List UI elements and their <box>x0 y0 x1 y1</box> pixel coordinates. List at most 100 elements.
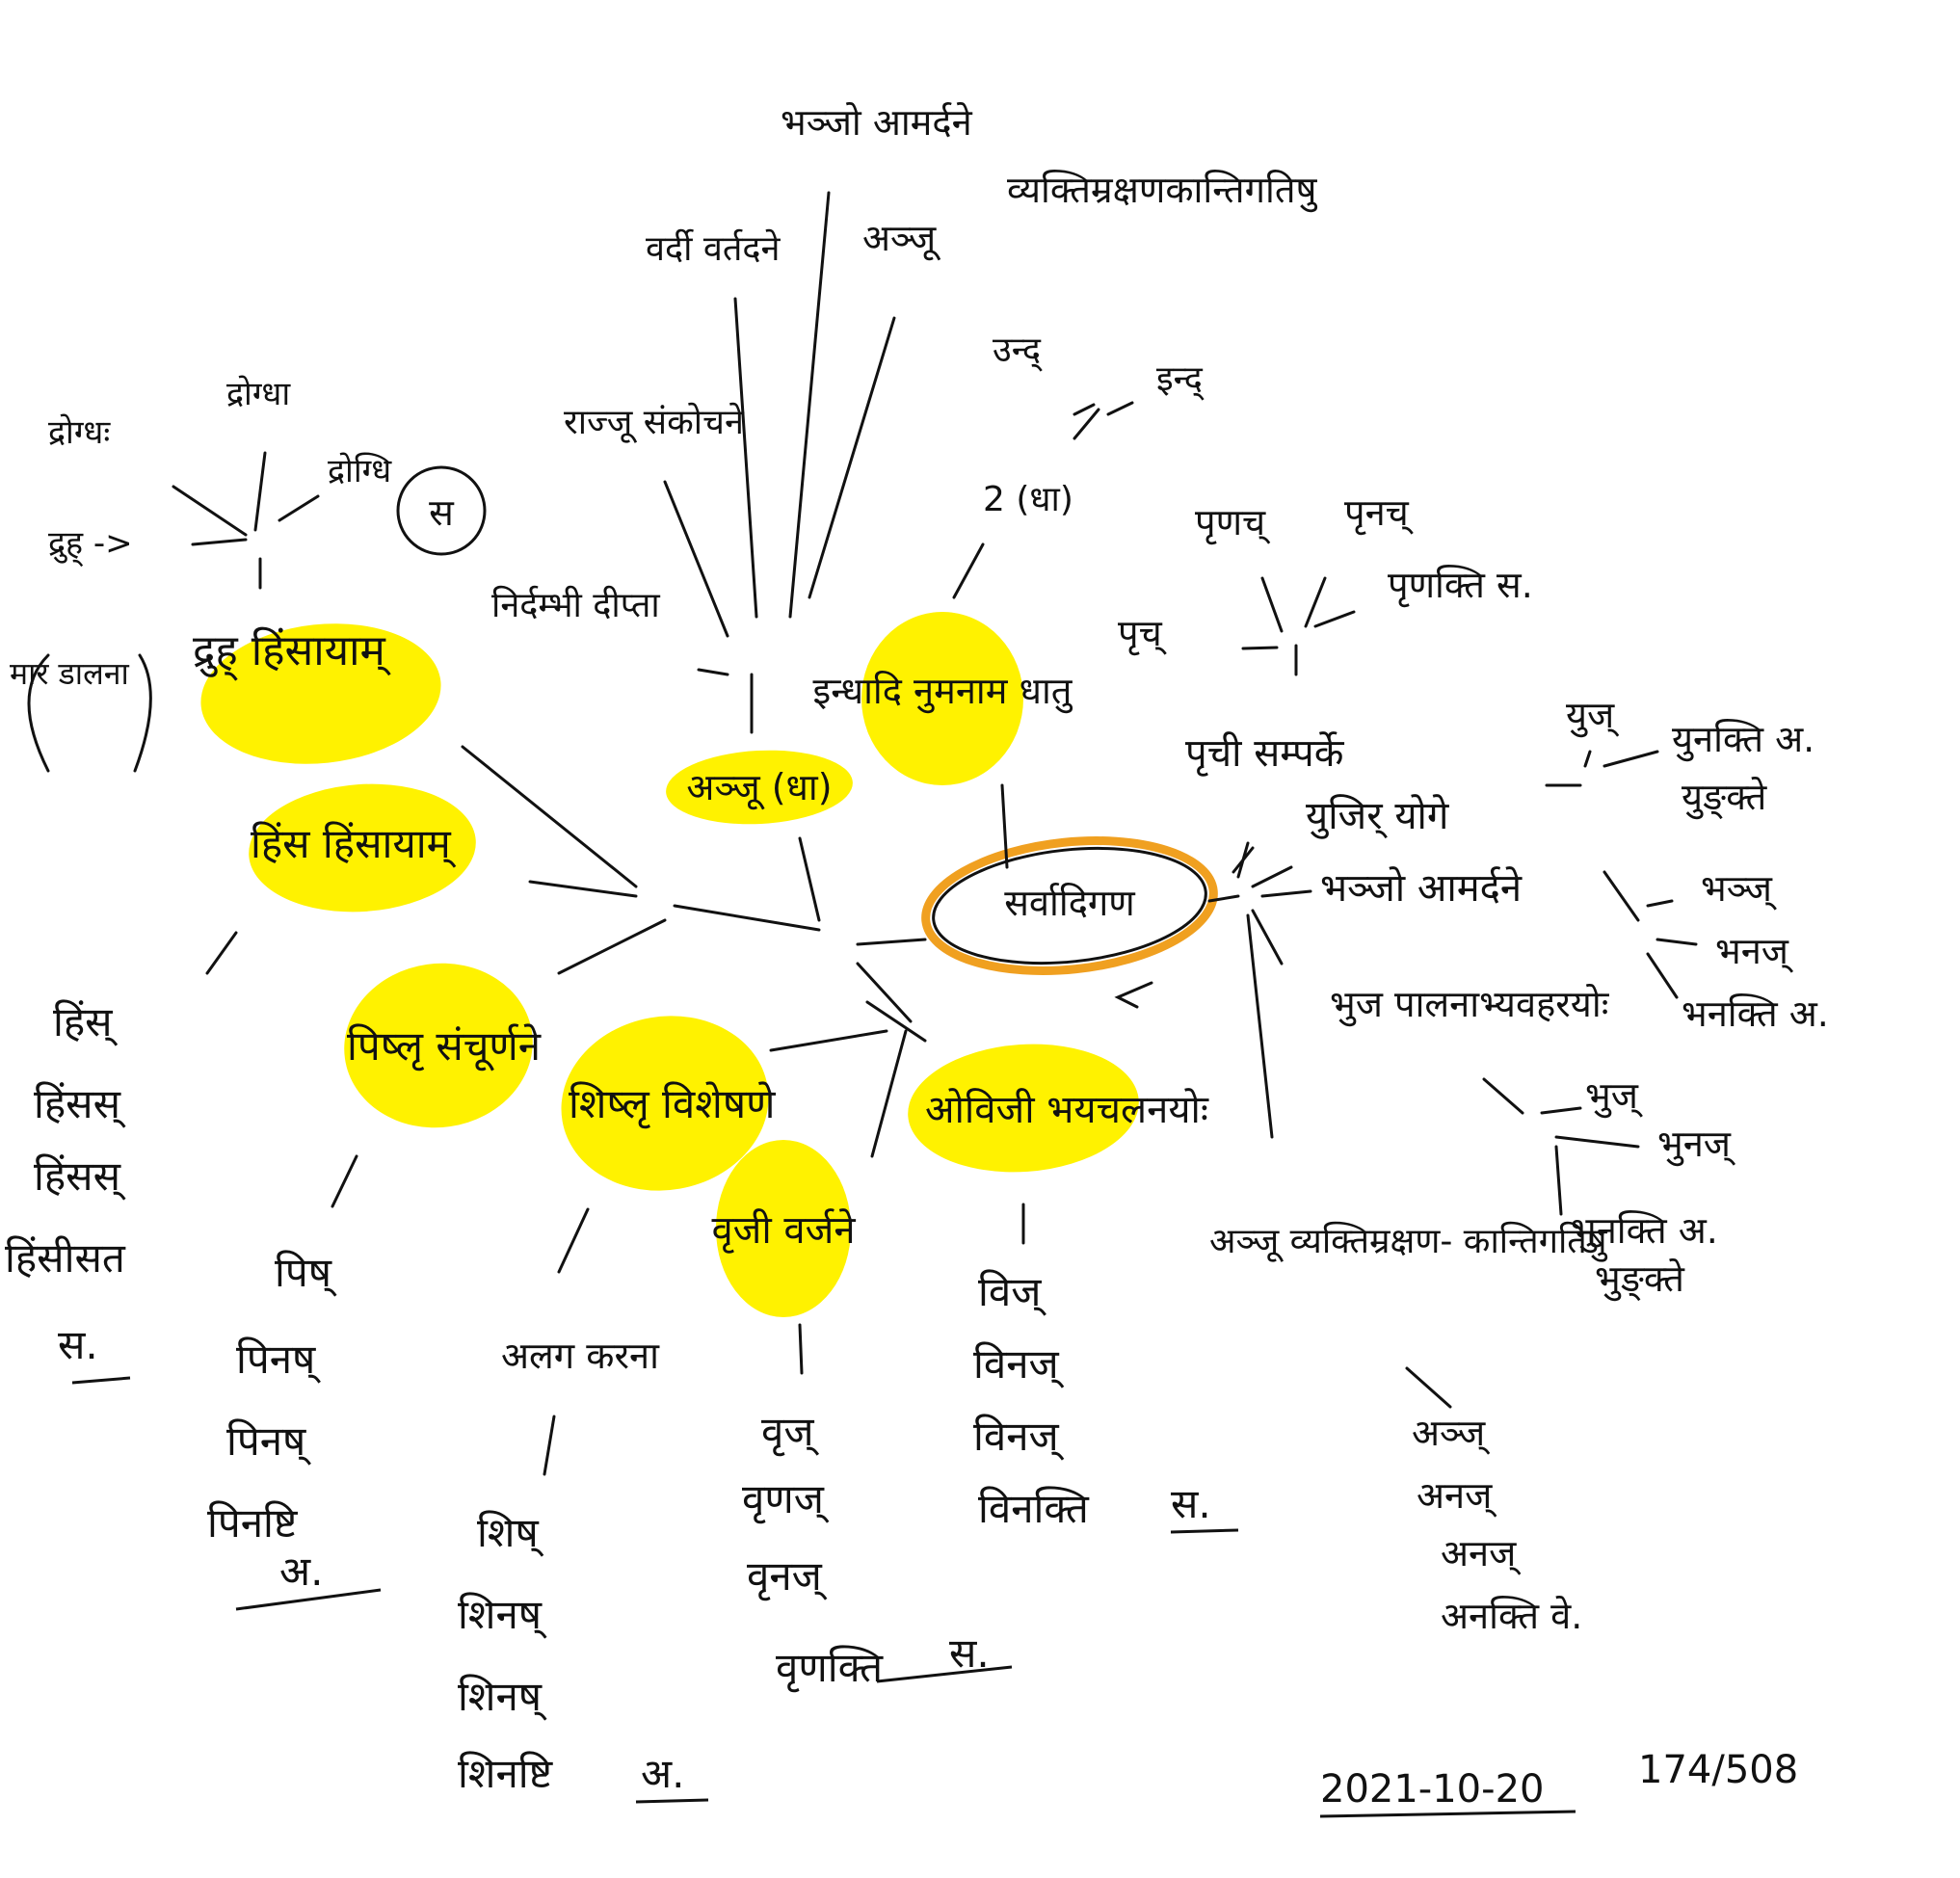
highlight-vrij <box>716 1140 851 1317</box>
undh: उन्द् <box>993 331 1043 373</box>
pish-form-5: अ. <box>279 1547 323 1595</box>
ovij-form-3: विनज् <box>973 1413 1065 1461</box>
hims-form-1: हिंस् <box>53 998 119 1046</box>
side-note-mar: मार डालना <box>10 655 130 692</box>
pish-form-3: पिनष् <box>226 1417 311 1466</box>
anj-block: अञ्जू व्यक्तिम्रक्षण- कान्तिगतिषु <box>1209 1221 1608 1262</box>
pish-form-4: पिनष्टि <box>207 1499 299 1547</box>
ovij-form-5: स. <box>1171 1480 1211 1527</box>
bhanj-form-1: भञ्ज् <box>1701 867 1778 911</box>
yuj-form-1: युज् <box>1566 694 1620 738</box>
indh: इन्द् <box>1156 359 1205 402</box>
highlight-ovij <box>908 1044 1139 1173</box>
bhuj-label: भुज पालनाभ्यवहरयोः <box>1330 983 1610 1027</box>
highlight-pish <box>344 963 533 1128</box>
vrij-form-1: वृज् <box>761 1408 820 1457</box>
cluster-ovij: ओविजी भयचलनयोः विज् विनज् विनज् विनक्ति … <box>925 1088 1211 1532</box>
cluster-indhadi: इन्धादि नुमनाम धातु 2 (धा) उन्द् इन्द् <box>813 331 1205 714</box>
anj-form-2: अनज् <box>1417 1474 1497 1518</box>
branch-anju: अञ्जू <box>862 217 940 261</box>
anj-left-note: निर्दम्भी दीप्ता <box>491 585 660 625</box>
center-ring-inner <box>932 846 1207 965</box>
cluster-druh: द्रुह् हिंसायाम् द्रोग्धः द्रोग्धा द्रोग… <box>10 375 487 773</box>
branch-vyakti: व्यक्तिम्रक्षणकान्तिगतिषु <box>1007 169 1317 213</box>
bhuj-form-2: भुनज् <box>1657 1123 1736 1167</box>
hims-form-4: हिंसीसत <box>5 1234 126 1282</box>
underlines <box>71 1376 1576 1818</box>
highlight-hims <box>249 783 476 913</box>
vrij-form-3: वृनज् <box>747 1552 828 1601</box>
center-label: सर्वादिगण <box>1004 882 1135 924</box>
branch-bhanj: भञ्जो आमर्दने <box>781 101 973 144</box>
branch-vardi: वर्दी वर्तदने <box>646 228 781 269</box>
bhuj-form-4: भुङ्क्ते <box>1595 1257 1685 1302</box>
hims-form-3: हिंसस् <box>34 1152 126 1201</box>
prich-sampark: पृची सम्पर्के <box>1185 731 1345 777</box>
two-dha: 2 (धा) <box>983 480 1073 519</box>
prich-form-2: पृणच् <box>1195 501 1271 545</box>
cluster-shish: शिष्लृ विशेषणे अलग करना शिष् शिनष् शिनष्… <box>458 1080 776 1797</box>
hub-pish: पिष्लृ संचूर्णने <box>347 1022 542 1071</box>
bhanj-form-2: भनज् <box>1715 930 1794 973</box>
vrij-form-5: स. <box>949 1629 990 1677</box>
pish-form-1: पिष् <box>275 1249 337 1297</box>
hub-hims: हिंस हिंसायाम् <box>251 820 457 868</box>
hims-form-5: स. <box>58 1321 98 1368</box>
shish-form-5: अ. <box>641 1750 684 1797</box>
form-drut: द्रुह् -> <box>48 524 133 567</box>
highlight-shish <box>561 1016 769 1191</box>
side-note-bracket <box>27 653 50 773</box>
shish-form-4: शिनष्टि <box>458 1750 554 1797</box>
highlight-indhadi <box>861 612 1023 785</box>
center-ring <box>921 836 1218 975</box>
cluster-anj-dha: अञ्जू (धा) निर्दम्भी दीप्ता राज्जू संकोच… <box>491 101 1317 810</box>
ovij-form-1: विज् <box>978 1268 1046 1316</box>
bhanj-label: भञ्जो आमर्दने <box>1320 866 1523 911</box>
circled-sa: स <box>429 491 455 534</box>
hub-indhadi: इन्धादि नुमनाम धातु <box>813 670 1073 714</box>
shish-note: अलग करना <box>501 1335 660 1377</box>
side-note-bracket-right <box>133 653 152 773</box>
yuj-form-2: युनक्ति अ. <box>1672 718 1814 762</box>
footer-page: 174/508 <box>1638 1748 1798 1792</box>
ovij-form-4: विनक्ति <box>978 1485 1090 1532</box>
cluster-vrij: वृजी वर्जने वृज् वृणज् वृनज् वृणक्ति स. <box>711 1208 989 1693</box>
bhuj-form-1: भुज् <box>1585 1074 1644 1119</box>
vrij-form-4: वृणक्ति <box>776 1644 884 1693</box>
vrij-form-2: वृणज् <box>742 1475 830 1524</box>
anj-form-1: अञ्ज् <box>1412 1412 1491 1455</box>
hub-shish: शिष्लृ विशेषणे <box>569 1080 776 1129</box>
ovij-form-2: विनज् <box>973 1340 1065 1389</box>
pish-form-2: पिनष् <box>236 1336 321 1384</box>
form-drugdha: द्रोग्धा <box>226 375 291 413</box>
hub-anj-dha: अञ्जू (धा) <box>686 766 832 810</box>
connectors <box>172 191 1698 1476</box>
hub-ovij: ओविजी भयचलनयोः <box>925 1088 1209 1132</box>
yuj-form-3: युङ्क्ते <box>1682 776 1768 820</box>
prich-form-4: पृणक्ति स. <box>1388 564 1533 608</box>
hub-druh-line1: द्रुह् हिंसायाम् <box>193 626 391 682</box>
footer-date: 2021-10-20 <box>1320 1767 1544 1812</box>
prich-form-1: पृच् <box>1118 612 1168 656</box>
hims-form-2: हिंसस् <box>34 1080 126 1128</box>
bhuj-form-3: भुनक्ति अ. <box>1571 1209 1718 1254</box>
hub-vrij: वृजी वर्जने <box>711 1208 856 1254</box>
anj-form-3: अनज् <box>1441 1532 1522 1575</box>
yuj-label: युजिर् योगे <box>1306 794 1450 839</box>
cluster-right: पृची सम्पर्के पृच् पृणच् पृनच् पृणक्ति स… <box>1118 491 1829 1637</box>
highlights <box>200 612 1139 1317</box>
shish-form-3: शिनष् <box>458 1673 547 1721</box>
circled-sa-ring <box>396 465 487 556</box>
bhanj-form-3: भनक्ति अ. <box>1682 992 1829 1035</box>
prich-form-3: पृनच् <box>1344 491 1415 536</box>
shish-form-1: शिष् <box>477 1509 544 1557</box>
form-drohit: द्रोग्धि <box>328 452 392 490</box>
cluster-pish: पिष्लृ संचूर्णने पिष् पिनष् पिनष् पिनष्ट… <box>207 1022 542 1595</box>
branch-sankochana: राज्जू संकोचने <box>564 402 745 443</box>
cluster-hims: हिंस हिंसायाम् हिंस् हिंसस् हिंसस् हिंसी… <box>5 820 457 1368</box>
anj-form-4: अनक्ति वे. <box>1441 1595 1582 1637</box>
highlight-druh <box>200 623 441 764</box>
shish-form-2: शिनष् <box>458 1591 547 1639</box>
highlight-anj-dha <box>666 750 853 825</box>
